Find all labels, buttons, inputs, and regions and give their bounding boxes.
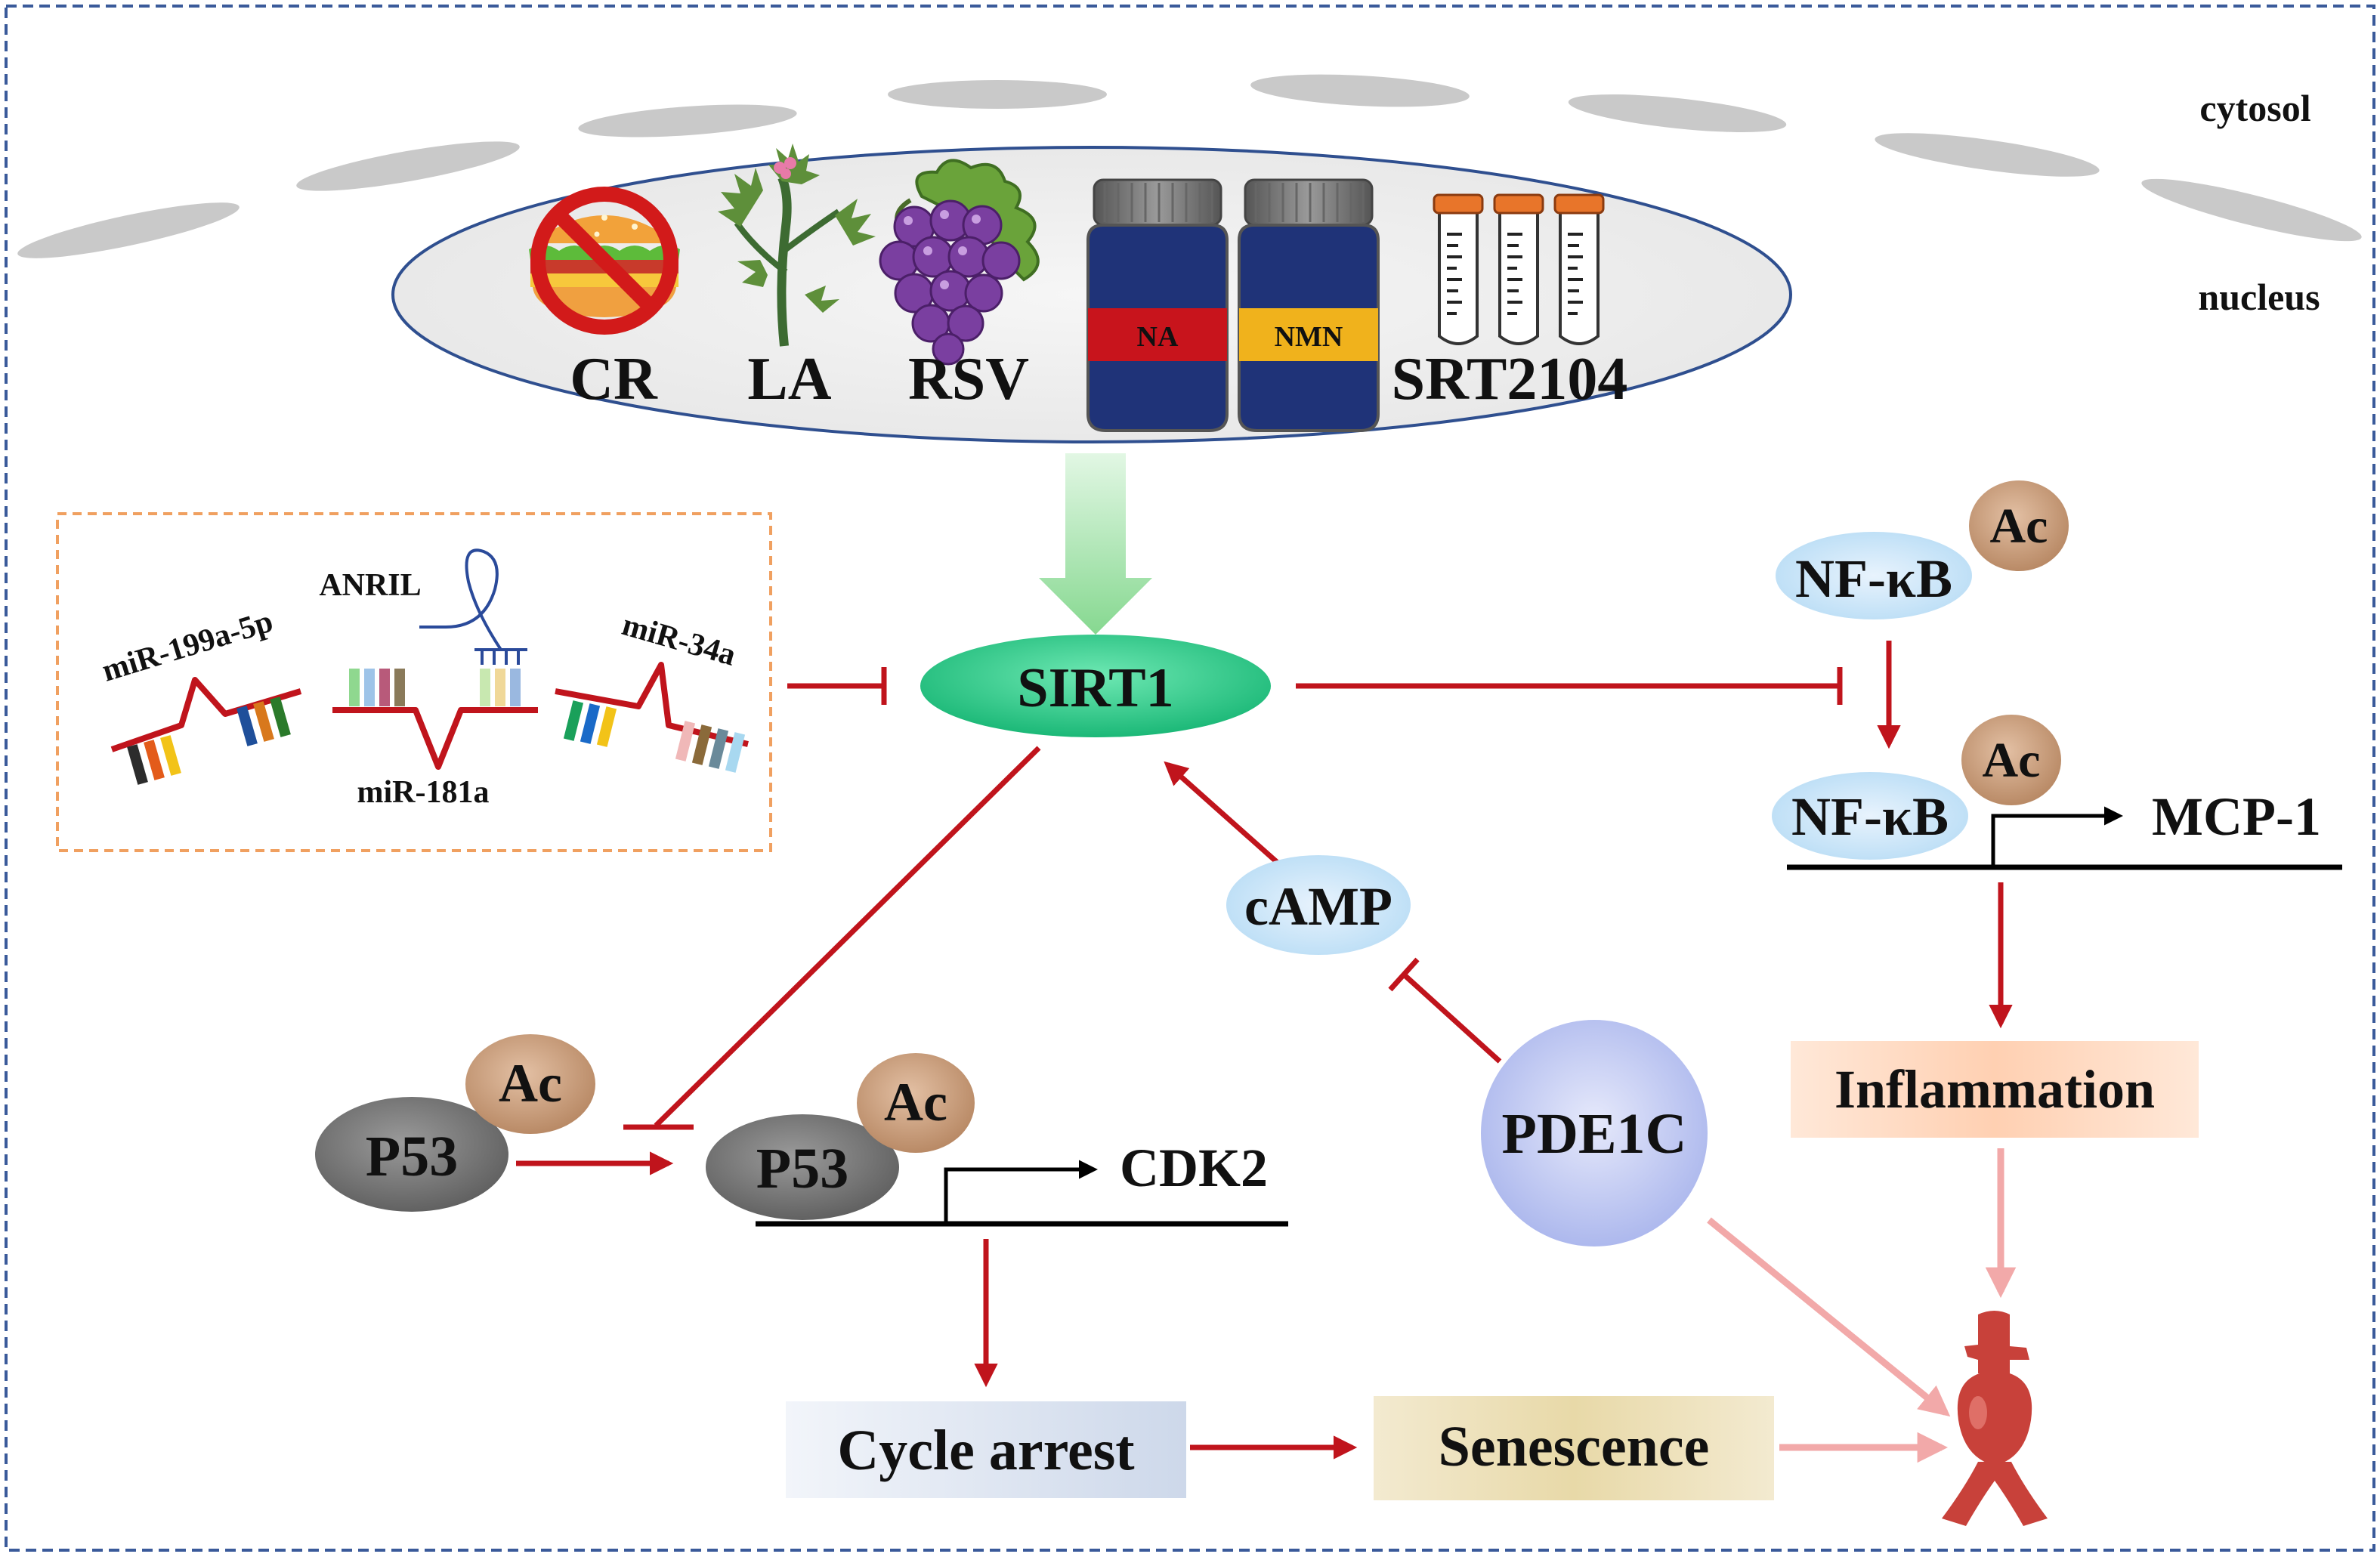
- cycle-arrest-box: [786, 1401, 1186, 1498]
- ac-badge: [857, 1053, 975, 1153]
- sirt1-inhibits-nfkb: [1296, 667, 1843, 705]
- sirt1-label: SIRT1: [1017, 657, 1173, 719]
- ncrna-inhibits-sirt1: [787, 667, 887, 705]
- outer-frame: [5, 5, 2375, 1552]
- p53-node: [315, 1097, 508, 1212]
- mcp1-label: MCP-1: [2152, 786, 2321, 847]
- pde1c-label: PDE1C: [1502, 1102, 1687, 1166]
- cr-label: CR: [570, 346, 658, 412]
- calorie-restriction-icon: [529, 187, 680, 335]
- activation-arrow-green: [1039, 453, 1152, 635]
- p53-bound-node: [706, 1114, 899, 1220]
- aortic-aneurysm-icon: [1942, 1311, 2048, 1526]
- ncrna-box: [56, 512, 772, 852]
- nmn-label: NMN: [1275, 321, 1343, 353]
- la-plant-icon: [718, 144, 876, 347]
- anril-label: ANRIL: [319, 568, 421, 603]
- camp-activates-sirt1: [1164, 761, 1287, 871]
- nuclear-membrane: [17, 74, 2362, 258]
- mcp1-promoter-arrow: [1991, 806, 2123, 867]
- sirt1-inhibits-p53: [623, 746, 1041, 1130]
- mir181-label: miR-181a: [357, 775, 490, 810]
- cycle-arrest-label: Cycle arrest: [837, 1419, 1134, 1482]
- senescence-label: Senescence: [1439, 1415, 1710, 1478]
- pde1c-node: [1481, 1020, 1708, 1246]
- ac-label: Ac: [1990, 499, 2048, 554]
- p53-left-label: P53: [366, 1125, 458, 1188]
- ac-badge: [1969, 480, 2069, 571]
- inflammation-box: [1791, 1041, 2199, 1138]
- na-bottle-icon: [1086, 178, 1229, 432]
- srt2104-label: SRT2104: [1392, 346, 1628, 412]
- camp-label: cAMP: [1244, 876, 1392, 937]
- sirt1-node: [920, 635, 1271, 737]
- inflammation-label: Inflammation: [1834, 1059, 2155, 1120]
- anril-icon: [332, 548, 538, 770]
- ac-label: Ac: [499, 1053, 562, 1114]
- nmn-bottle-icon: [1238, 178, 1380, 432]
- srt2104-tubes-icon: [1433, 193, 1605, 345]
- mir34-hairpin-icon: [555, 662, 749, 773]
- ac-badge: [465, 1034, 595, 1134]
- nfkb-top-label: NF-κB: [1795, 548, 1952, 609]
- mir199-hairpin-icon: [110, 677, 302, 785]
- nfkb-bottom-label: NF-κB: [1791, 786, 1949, 847]
- mir34-label: miR-34a: [618, 607, 740, 673]
- rsv-grapes-icon: [879, 159, 1040, 366]
- p53-right-label: P53: [756, 1137, 848, 1200]
- nfkb-bound-node: [1772, 772, 1968, 860]
- cdk2-label: CDK2: [1120, 1138, 1268, 1198]
- pde1c-to-aorta-arrow: [1707, 1217, 1951, 1417]
- camp-node: [1226, 855, 1411, 955]
- ac-badge: [1961, 715, 2061, 805]
- pde1c-inhibits-camp: [1388, 957, 1502, 1064]
- cdk2-promoter-arrow: [944, 1160, 1098, 1224]
- nucleus-label: nucleus: [2198, 276, 2320, 318]
- nfkb-acetylated-node: [1776, 532, 1972, 619]
- rsv-label: RSV: [908, 346, 1029, 412]
- ac-label: Ac: [1983, 733, 2041, 788]
- senescence-box: [1374, 1396, 1774, 1500]
- ac-label: Ac: [884, 1072, 947, 1132]
- cytosol-label: cytosol: [2199, 87, 2310, 129]
- na-label: NA: [1137, 321, 1179, 353]
- la-label: LA: [747, 346, 831, 412]
- mir199-label: miR-199a-5p: [98, 604, 277, 688]
